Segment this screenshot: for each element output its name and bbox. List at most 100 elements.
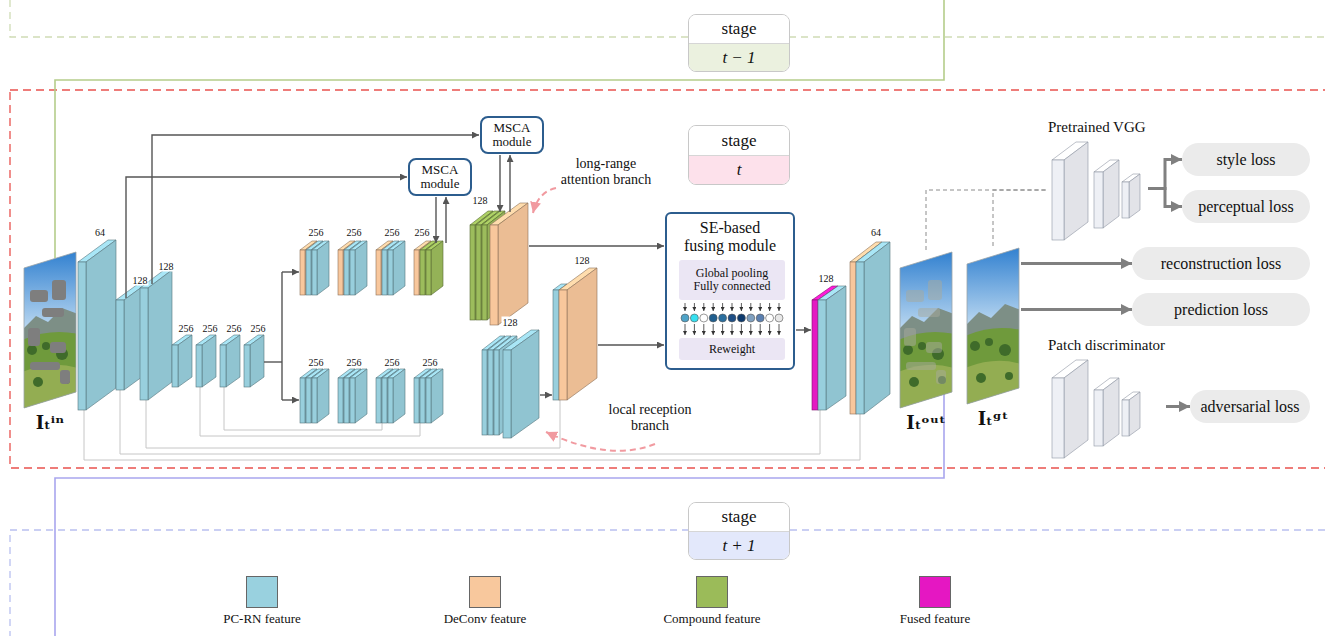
- feature-block: [226, 335, 240, 387]
- flow-arrow: [509, 155, 510, 212]
- network-illustration: [1048, 136, 1144, 244]
- feature-block: [414, 250, 419, 295]
- fusing-step: Global pooling Fully connected: [679, 260, 785, 300]
- mask: [52, 280, 66, 300]
- box-label: MSCA module: [415, 163, 465, 191]
- feature-block: [196, 345, 202, 387]
- legend-label: Fused feature: [900, 611, 970, 626]
- channel-count: 256: [384, 357, 401, 368]
- image-panel: Iₜᵒᵘᵗ: [898, 250, 954, 438]
- loss-arrow: [1166, 405, 1190, 408]
- feature-block: [470, 225, 475, 320]
- channel-count: 256: [226, 323, 243, 334]
- channel-weight: [737, 314, 745, 322]
- channel-count: 256: [346, 357, 363, 368]
- legend-swatch: [246, 576, 278, 608]
- msca-module: MSCA module: [480, 116, 544, 154]
- legend-item: DeConv feature: [415, 576, 555, 627]
- feature-block: [812, 300, 818, 410]
- legend-swatch: [919, 576, 951, 608]
- feature-block: [826, 286, 846, 410]
- legend-label: PC-RN feature: [223, 611, 301, 626]
- legend-swatch: [696, 576, 728, 608]
- feature-block: [476, 225, 481, 320]
- layer-block: [1122, 182, 1129, 218]
- image-panel: Iₜⁱⁿ: [22, 250, 78, 438]
- network-heading: Pretrained VGG: [1048, 118, 1146, 136]
- feature-block: [306, 378, 311, 423]
- network: [78, 203, 890, 438]
- feature-block: [350, 378, 355, 423]
- network-block: Pretrained VGG: [1048, 118, 1148, 244]
- feature-block: [140, 288, 148, 400]
- feature-block: [559, 284, 567, 400]
- feature-block: [376, 250, 381, 295]
- weight-arrow: [760, 303, 761, 311]
- network-heading: Patch discriminator: [1048, 336, 1165, 354]
- feature-block: [567, 268, 597, 400]
- channel-count: 128: [132, 275, 149, 286]
- ground: [22, 365, 78, 410]
- dashed-link: [993, 190, 1048, 246]
- box-label: Reweight: [709, 343, 755, 356]
- image-illustration: [965, 246, 1021, 406]
- loss-box: reconstruction loss: [1132, 247, 1310, 280]
- weight-arrow: [760, 324, 761, 335]
- box-label: prediction loss: [1174, 301, 1268, 319]
- legend-swatch: [469, 576, 501, 608]
- feature-block: [414, 378, 419, 423]
- layer-block: [1129, 392, 1140, 436]
- weight-arrow: [694, 303, 695, 311]
- channel-weight: [700, 314, 708, 322]
- flow-arrow: [282, 399, 299, 400]
- channel-weight: [766, 314, 774, 322]
- flow-arrow: [445, 197, 446, 243]
- branch-pointer: [533, 188, 556, 213]
- flow-line: [264, 361, 282, 362]
- feature-block: [78, 262, 86, 410]
- stage-band: t − 1: [689, 43, 789, 72]
- feature-block: [490, 225, 498, 325]
- stage-label: stage: [722, 131, 757, 150]
- feature-block: [420, 250, 425, 295]
- stage-box: staget − 1: [688, 14, 790, 72]
- channel-count: 256: [346, 227, 363, 238]
- flow-arrow: [499, 155, 500, 212]
- feature-block: [244, 345, 250, 387]
- bush: [976, 373, 986, 383]
- bush: [33, 377, 43, 387]
- feature-block: [148, 270, 172, 400]
- loss-box: prediction loss: [1132, 293, 1310, 326]
- mask: [30, 362, 60, 370]
- feature-block: [431, 241, 443, 295]
- flow-arrow: [126, 177, 407, 298]
- image-illustration: [22, 250, 78, 410]
- feature-block: [312, 250, 317, 295]
- channel-weight: [681, 314, 689, 322]
- network-block: Patch discriminator: [1048, 336, 1166, 462]
- box-label: Global pooling Fully connected: [687, 267, 777, 293]
- feature-block: [312, 378, 317, 423]
- feature-block: [220, 345, 226, 387]
- flow-line: [281, 272, 282, 400]
- network-illustration: [1048, 354, 1144, 462]
- feature-block: [317, 241, 329, 295]
- weight-arrow: [685, 303, 686, 311]
- channel-count: 64: [870, 227, 882, 238]
- stage-index: t − 1: [722, 48, 755, 67]
- channel-count: 256: [308, 357, 325, 368]
- stage-box: staget + 1: [688, 502, 790, 560]
- channel-weight: [747, 314, 755, 322]
- image-frame: [967, 248, 1019, 404]
- loss-arrow: [1021, 308, 1132, 311]
- ground: [965, 328, 1021, 406]
- mask: [906, 362, 936, 370]
- mask: [60, 370, 70, 384]
- flow-arrow: [282, 271, 299, 272]
- channel-count: 256: [178, 323, 195, 334]
- layer-block: [1052, 160, 1064, 240]
- feature-block: [338, 250, 343, 295]
- box-label: reconstruction loss: [1161, 255, 1281, 273]
- msca-module: MSCA module: [408, 158, 472, 196]
